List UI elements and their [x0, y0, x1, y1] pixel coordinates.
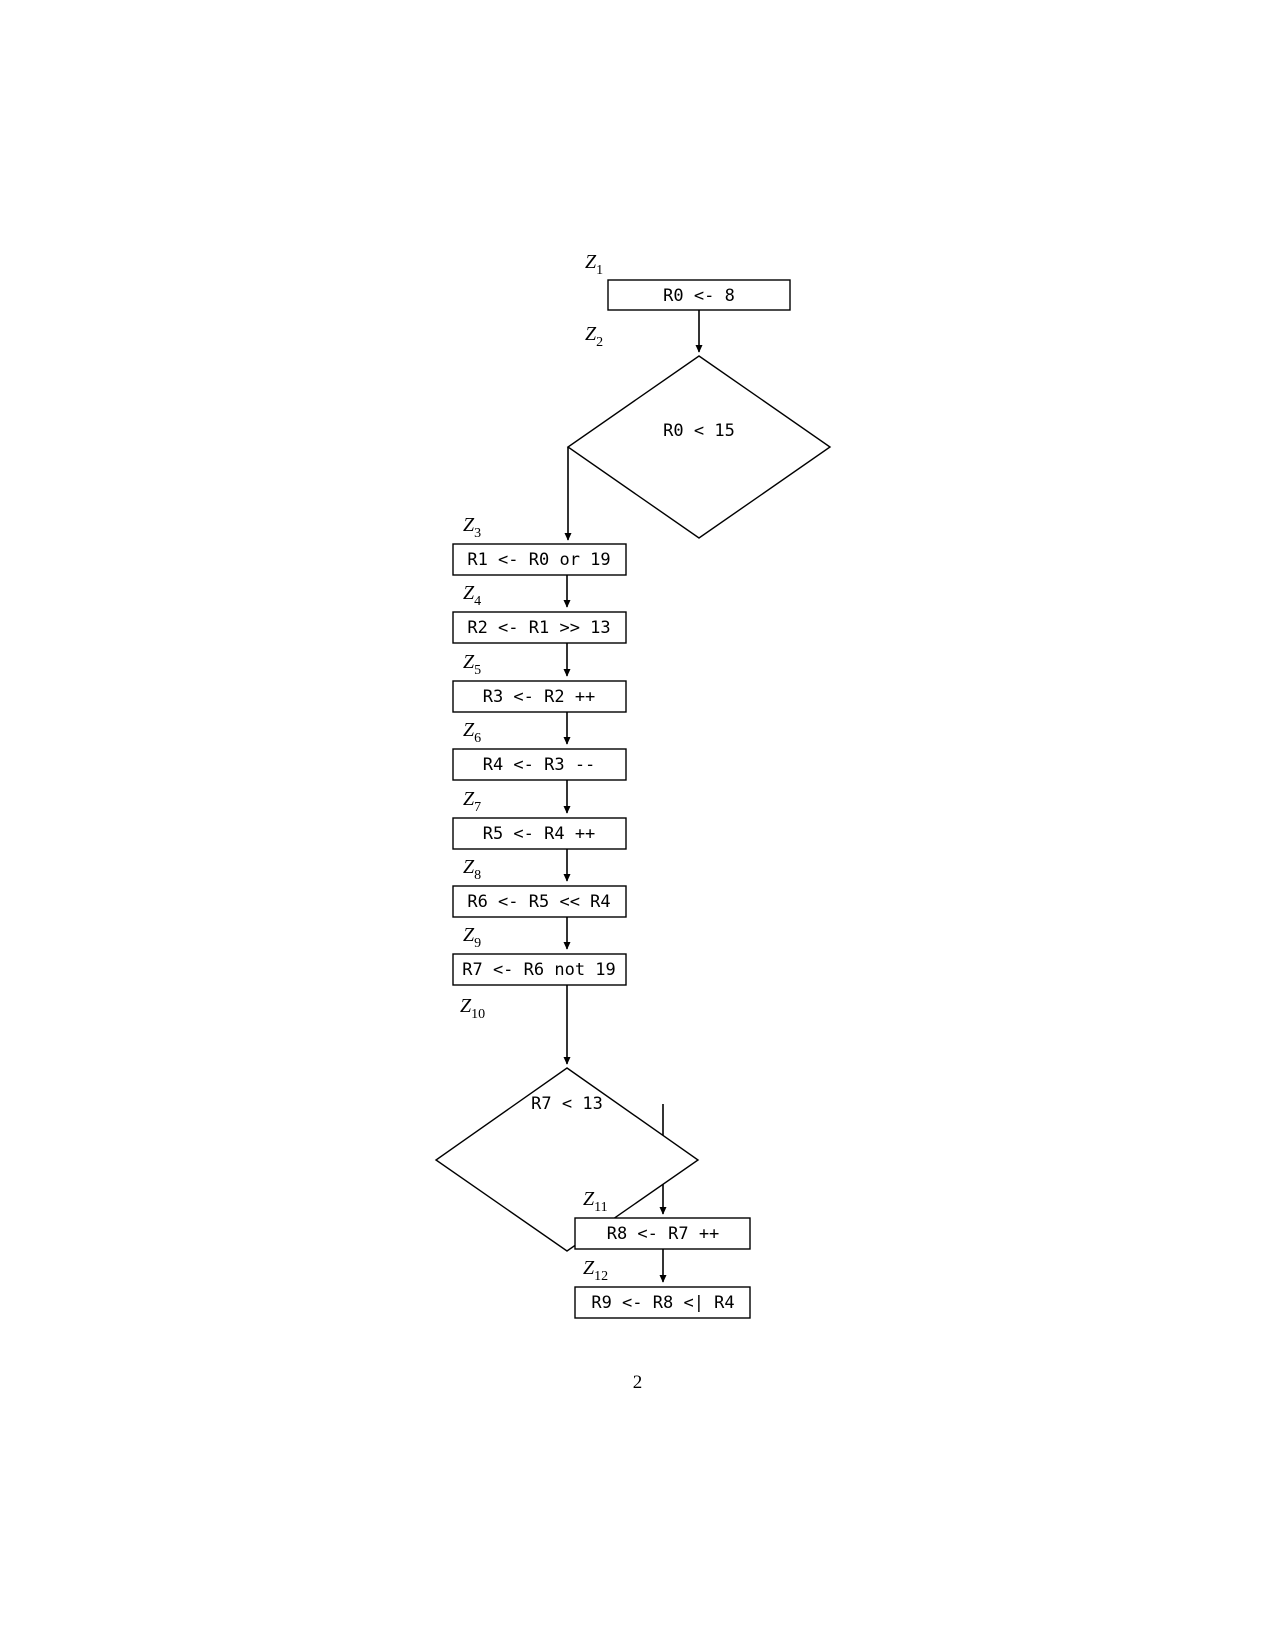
- node-z9-box[interactable]: [452, 953, 627, 986]
- node-z3-box[interactable]: [452, 543, 627, 576]
- node-z6[interactable]: R4 <- R3 --: [452, 748, 627, 781]
- node-z4[interactable]: R2 <- R1 >> 13: [452, 611, 627, 644]
- node-z2-diamond[interactable]: [566, 355, 832, 539]
- node-z7-box[interactable]: [452, 817, 627, 850]
- node-z6-box[interactable]: [452, 748, 627, 781]
- edge-group: [563, 310, 703, 1283]
- node-z10[interactable]: R7 < 13: [434, 1067, 700, 1252]
- state-label-z9: Z9: [463, 924, 481, 951]
- state-label-z3: Z3: [463, 514, 481, 541]
- node-z7-text: R5 <- R4 ++: [483, 824, 596, 844]
- state-label-z8: Z8: [463, 856, 481, 883]
- node-z10-text: R7 < 13: [531, 1094, 603, 1114]
- node-z5[interactable]: R3 <- R2 ++: [452, 680, 627, 713]
- node-z11-box[interactable]: [574, 1217, 751, 1250]
- node-z5-text: R3 <- R2 ++: [483, 687, 596, 707]
- node-z7[interactable]: R5 <- R4 ++: [452, 817, 627, 850]
- node-z9-text: R7 <- R6 not 19: [462, 960, 616, 980]
- node-z1-box[interactable]: [607, 279, 791, 311]
- state-label-z6: Z6: [463, 719, 481, 746]
- state-label-z12: Z12: [583, 1257, 608, 1284]
- node-z12-text: R9 <- R8 <| R4: [591, 1293, 734, 1313]
- node-z3-text: R1 <- R0 or 19: [467, 550, 610, 570]
- state-label-z11: Z11: [583, 1188, 608, 1215]
- node-z8-box[interactable]: [452, 885, 627, 918]
- node-z11[interactable]: R8 <- R7 ++: [574, 1217, 751, 1250]
- node-z6-text: R4 <- R3 --: [483, 755, 596, 775]
- node-z5-box[interactable]: [452, 680, 627, 713]
- node-z3[interactable]: R1 <- R0 or 19: [452, 543, 627, 576]
- node-z12[interactable]: R9 <- R8 <| R4: [574, 1286, 751, 1319]
- node-z8[interactable]: R6 <- R5 << R4: [452, 885, 627, 918]
- node-z2-text: R0 < 15: [663, 421, 735, 441]
- node-z8-text: R6 <- R5 << R4: [467, 892, 610, 912]
- node-z11-text: R8 <- R7 ++: [607, 1224, 720, 1244]
- state-label-z4: Z4: [463, 582, 481, 609]
- node-z9[interactable]: R7 <- R6 not 19: [452, 953, 627, 986]
- node-z4-box[interactable]: [452, 611, 627, 644]
- state-label-z1: Z1: [585, 251, 603, 278]
- state-label-z7: Z7: [463, 788, 481, 815]
- node-z1-text: R0 <- 8: [663, 286, 735, 306]
- node-z2[interactable]: R0 < 15: [566, 355, 832, 539]
- page-number: 2: [632, 1372, 643, 1393]
- state-label-z2: Z2: [585, 323, 603, 350]
- state-label-z5: Z5: [463, 651, 481, 678]
- node-z4-text: R2 <- R1 >> 13: [467, 618, 610, 638]
- node-z12-box[interactable]: [574, 1286, 751, 1319]
- state-label-z10: Z10: [460, 995, 485, 1022]
- node-z1[interactable]: R0 <- 8: [607, 279, 791, 311]
- node-z10-diamond[interactable]: [434, 1067, 700, 1252]
